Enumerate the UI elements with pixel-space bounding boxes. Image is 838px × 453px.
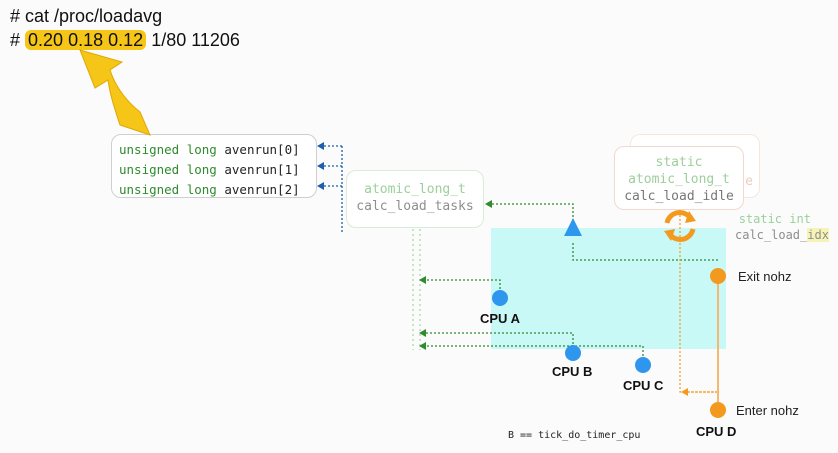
cpu-a-label: CPU A	[480, 311, 520, 326]
idle-dotted-line	[679, 211, 718, 393]
calc-load-idle-qualifier: static	[655, 155, 703, 170]
loadavg-output: # 0.20 0.18 0.12 1/80 11206	[10, 30, 240, 51]
cpu-b-label: CPU B	[552, 364, 593, 379]
prompt: #	[10, 30, 26, 50]
rotate-icon	[664, 210, 696, 242]
calc-load-tasks-box: atomic_long_t calc_load_tasks	[346, 170, 484, 228]
cpu-c-dot	[635, 357, 651, 373]
calc-load-idx-label: static int calc_load_idx	[735, 211, 829, 243]
calc-load-tasks-name: calc_load_tasks	[356, 199, 474, 214]
cpu-a-arrow	[419, 276, 501, 297]
enter-nohz-label: Enter nohz	[736, 403, 799, 418]
fold-triangle-icon	[564, 218, 582, 236]
avenrun-update-arrows	[317, 142, 343, 233]
cpu-region	[491, 228, 726, 349]
loadavg-command: # cat /proc/loadavg	[10, 6, 163, 26]
load-avg-15: 0.12	[108, 30, 144, 50]
cpu-d-exit-dot	[710, 268, 726, 284]
cpu-b-arrow	[419, 329, 574, 352]
calc-load-idx-type: static int	[738, 212, 811, 226]
avenrun-line: unsigned long avenrun[0]	[119, 142, 300, 157]
cpu-b-dot	[565, 345, 581, 361]
cpu-a-dot	[492, 290, 508, 306]
cpu-d-enter-dot	[710, 402, 726, 418]
cpu-c-arrow	[419, 342, 644, 364]
calc-load-idle-type: atomic_long_t	[628, 172, 730, 187]
loadavg-rest: 1/80 11206	[146, 30, 240, 50]
load-avg-5: 0.18	[68, 30, 104, 50]
back-box-fragment: e	[745, 174, 753, 189]
footnote: B == tick_do_timer_cpu	[508, 430, 641, 441]
cpu-c-label: CPU C	[623, 378, 664, 393]
avenrun-line: unsigned long avenrun[2]	[119, 182, 300, 197]
yellow-arrow-icon	[79, 49, 151, 136]
load-averages-highlight: 0.20 0.18 0.12	[25, 30, 147, 50]
avenrun-line: unsigned long avenrun[1]	[119, 162, 300, 177]
calc-load-tasks-type: atomic_long_t	[364, 182, 466, 197]
calc-load-idle-box: static atomic_long_t calc_load_idle	[614, 146, 744, 210]
calc-load-idx-name: calc_load_idx	[735, 228, 829, 242]
avenrun-box: unsigned long avenrun[0] unsigned long a…	[111, 134, 317, 198]
cpu-d-label: CPU D	[696, 424, 737, 439]
load-avg-1: 0.20	[28, 30, 64, 50]
calc-load-idle-name: calc_load_idle	[624, 189, 734, 204]
exit-nohz-label: Exit nohz	[738, 269, 792, 284]
